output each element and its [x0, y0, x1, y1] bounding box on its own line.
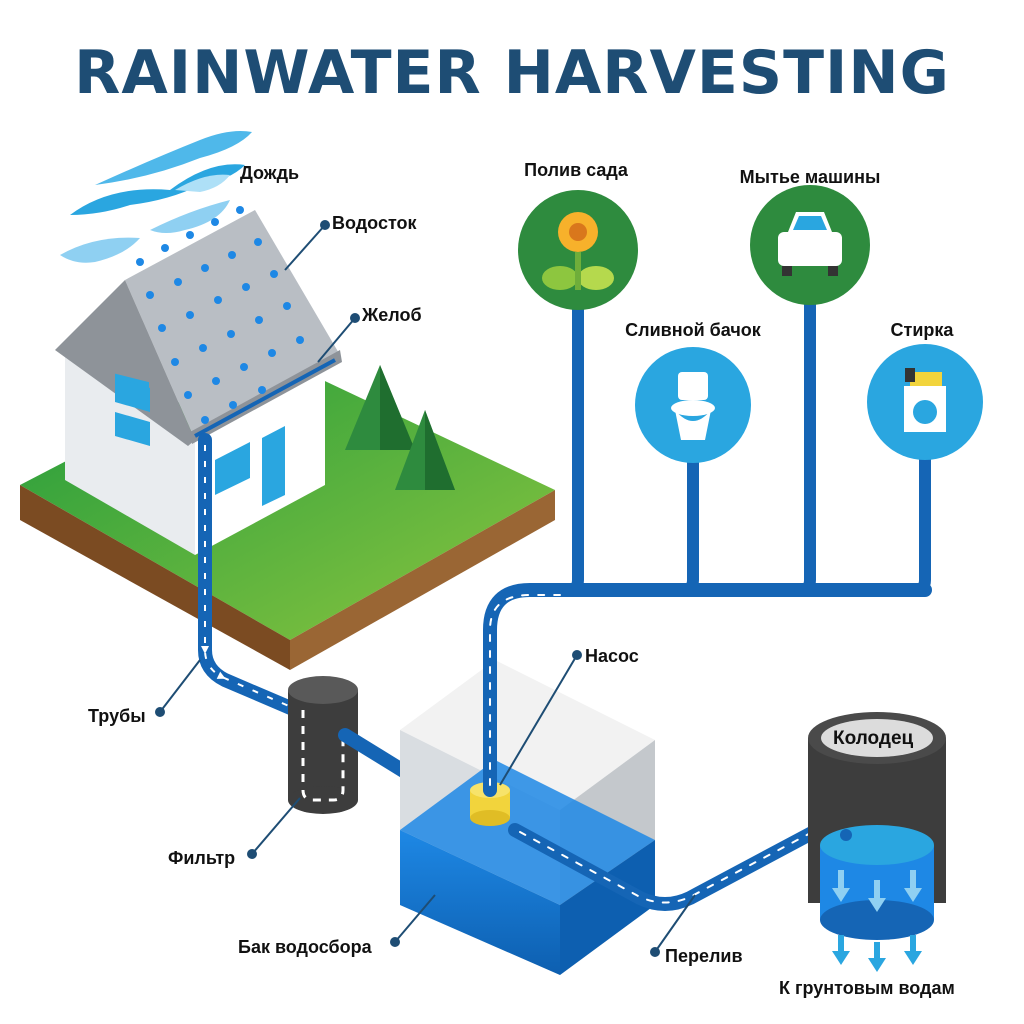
use-garden [518, 190, 638, 310]
diagram-title: RAINWATER HARVESTING [74, 38, 950, 108]
rain-drops [136, 206, 304, 424]
label-groundwater: К грунтовым водам [779, 978, 955, 998]
label-pipes: Трубы [88, 706, 146, 726]
trees [345, 365, 455, 490]
label-use-car-wash: Мытье машины [739, 167, 881, 187]
label-tank: Бак водосбора [238, 937, 372, 957]
label-well: Колодец [833, 728, 914, 749]
label-pump: Насос [585, 646, 639, 666]
label-filter: Фильтр [168, 848, 236, 868]
downspout-pipe [198, 433, 307, 719]
label-use-toilet: Сливной бачок [625, 320, 761, 340]
label-use-garden: Полив сада [524, 160, 628, 180]
label-overflow: Перелив [665, 946, 743, 966]
soakaway-well [808, 712, 946, 972]
filter-outlet-pipe [338, 728, 417, 782]
label-gutter: Желоб [362, 305, 422, 325]
distribution-pipe [483, 289, 932, 797]
use-toilet [635, 347, 751, 463]
label-use-laundry: Стирка [890, 320, 954, 340]
filter-tank [288, 676, 358, 814]
use-laundry [867, 344, 983, 460]
use-car-wash [750, 185, 870, 305]
label-rain: Дождь [240, 163, 300, 183]
collection-tank [400, 660, 655, 975]
label-downspout: Водосток [332, 213, 417, 233]
house [20, 210, 555, 670]
rain-cloud [60, 131, 252, 263]
